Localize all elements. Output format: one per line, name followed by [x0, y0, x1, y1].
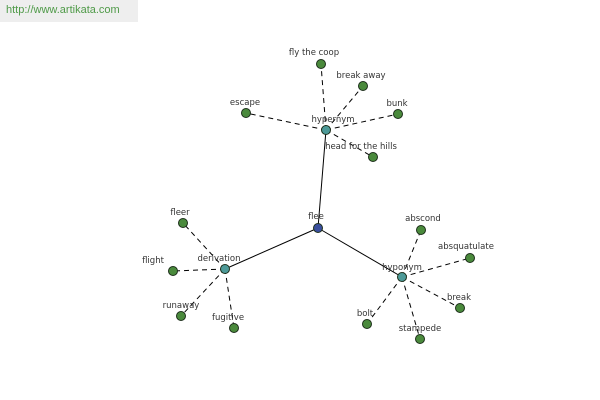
- node-absquatulate[interactable]: [465, 253, 475, 263]
- label-escape: escape: [230, 98, 260, 108]
- edge-hyponym-bolt: [366, 276, 403, 325]
- label-bunk: bunk: [386, 99, 407, 109]
- label-bolt: bolt: [357, 309, 374, 319]
- label-fly-the-coop: fly the coop: [289, 48, 339, 58]
- graph-labels: flee hypernym fly the coop break away bunk he…: [142, 48, 494, 334]
- edge-hypernym-bunk: [325, 113, 399, 131]
- label-flight: flight: [142, 256, 164, 266]
- node-fly-the-coop[interactable]: [316, 59, 326, 69]
- node-bolt[interactable]: [362, 319, 372, 329]
- edge-root-derivation: [224, 227, 319, 270]
- label-abscond: abscond: [405, 214, 441, 224]
- edge-hyponym-stampede: [401, 276, 421, 340]
- edge-hypernym-break-away: [325, 85, 364, 131]
- node-break-away[interactable]: [358, 81, 368, 91]
- label-runaway: runaway: [163, 301, 200, 311]
- edge-derivation-fugitive: [224, 268, 235, 329]
- label-fugitive: fugitive: [212, 313, 244, 323]
- node-stampede[interactable]: [415, 334, 425, 344]
- artikata-link[interactable]: http://www.artikata.com: [0, 0, 138, 22]
- node-break[interactable]: [455, 303, 465, 313]
- edge-derivation-fleer: [182, 222, 226, 270]
- node-head-for-the-hills[interactable]: [368, 152, 378, 162]
- label-hypernym: hypernym: [311, 115, 354, 125]
- graph-edges: [172, 63, 471, 340]
- label-stampede: stampede: [399, 324, 442, 334]
- edge-root-hypernym: [317, 129, 327, 229]
- label-break-away: break away: [336, 71, 385, 81]
- node-fugitive[interactable]: [229, 323, 239, 333]
- edge-root-hyponym: [317, 227, 403, 278]
- node-abscond[interactable]: [416, 225, 426, 235]
- graph-nodes: [168, 59, 475, 344]
- node-derivation[interactable]: [220, 264, 230, 274]
- edge-derivation-runaway: [180, 268, 226, 317]
- node-flight[interactable]: [168, 266, 178, 276]
- edge-derivation-flight: [172, 268, 226, 272]
- node-hypernym[interactable]: [321, 125, 331, 135]
- node-hyponym[interactable]: [397, 272, 407, 282]
- label-hyponym: hyponym: [382, 263, 422, 273]
- node-fleer[interactable]: [178, 218, 188, 228]
- edge-hypernym-escape: [245, 112, 327, 131]
- label-derivation: derivation: [197, 254, 240, 264]
- label-head-for-the-hills: head for the hills: [325, 142, 397, 152]
- edge-hypernym-head-for-the-hills: [325, 129, 374, 158]
- label-fleer: fleer: [170, 208, 190, 218]
- edge-hypernym-fly-the-coop: [320, 63, 327, 131]
- label-break: break: [447, 293, 471, 303]
- node-escape[interactable]: [241, 108, 251, 118]
- edge-hyponym-break: [401, 276, 461, 309]
- edge-hyponym-absquatulate: [401, 257, 471, 278]
- node-bunk[interactable]: [393, 109, 403, 119]
- node-root-flee[interactable]: [313, 223, 323, 233]
- label-absquatulate: absquatulate: [438, 242, 494, 252]
- label-root-flee: flee: [308, 212, 324, 222]
- node-runaway[interactable]: [176, 311, 186, 321]
